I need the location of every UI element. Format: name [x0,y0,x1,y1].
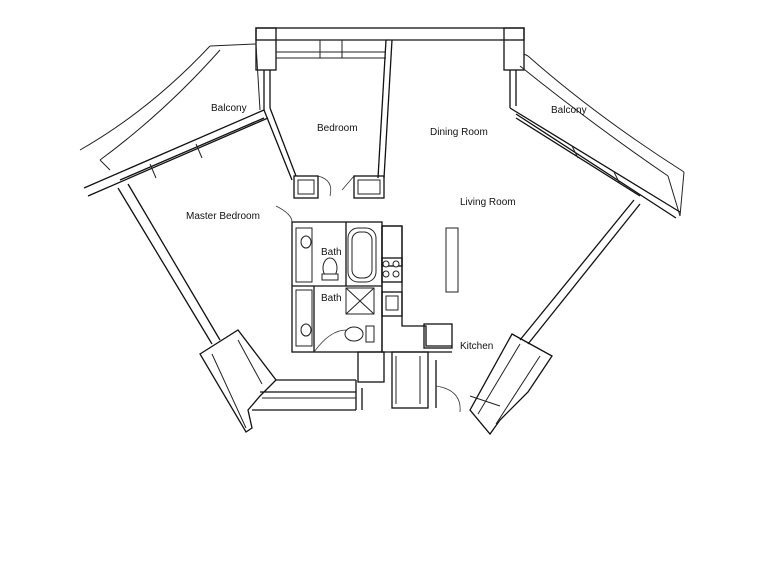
label-balcony-left: Balcony [211,103,247,114]
label-balcony-right: Balcony [551,105,587,116]
left-balcony [79,43,261,171]
left-exterior-wall [83,109,269,345]
label-living-room: Living Room [460,197,516,208]
right-balcony [519,53,685,217]
bedroom-walls [263,39,393,199]
top-window-bay [255,27,525,71]
bottom-left-bay [199,329,357,433]
right-exterior-wall [509,70,681,345]
label-bedroom: Bedroom [317,123,358,134]
label-kitchen: Kitchen [460,341,493,352]
label-bath-lower: Bath [321,293,342,304]
label-dining-room: Dining Room [430,127,488,138]
entry-corridor [357,351,461,413]
room-labels: Balcony Bedroom Dining Room Balcony Livi… [186,103,587,352]
kitchen [381,225,459,353]
label-master-bedroom: Master Bedroom [186,211,260,222]
label-bath-upper: Bath [321,247,342,258]
bottom-right-bay [469,333,553,436]
bathrooms [275,205,383,353]
